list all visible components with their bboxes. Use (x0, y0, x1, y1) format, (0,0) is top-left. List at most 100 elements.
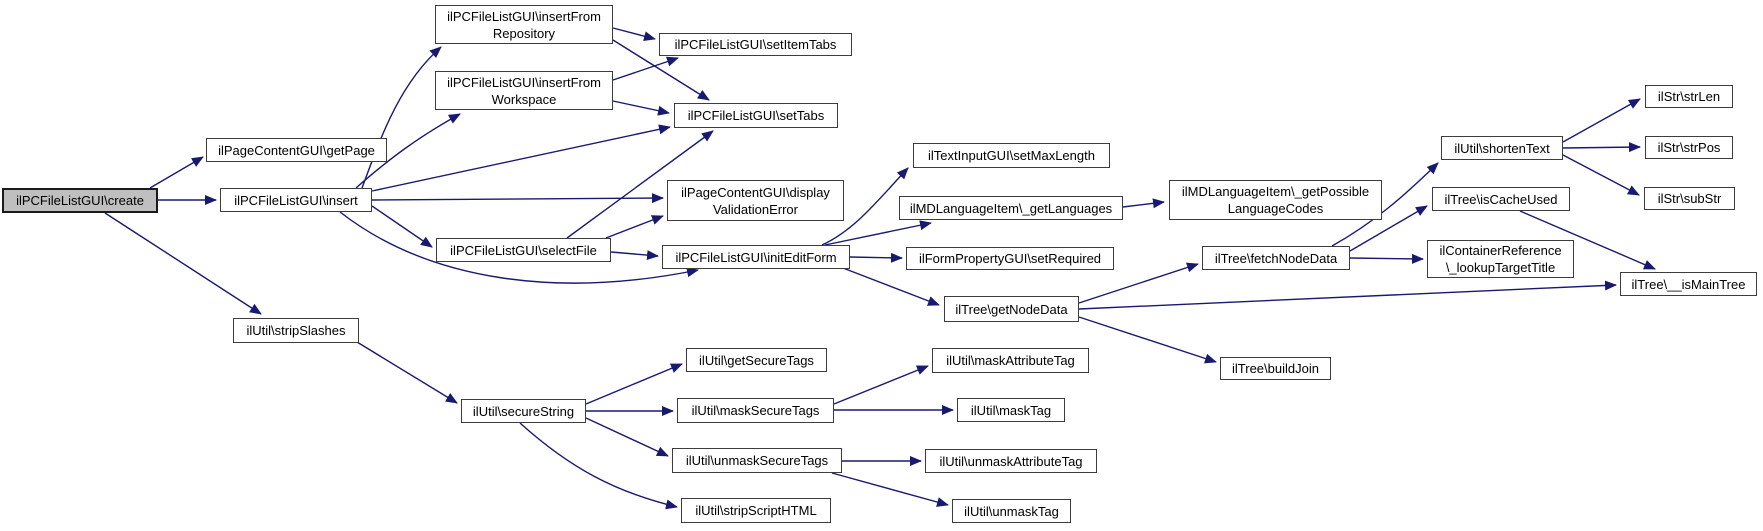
node-str-pos[interactable]: ilStr\strPos (1645, 136, 1733, 159)
edge-insert-to-insert-from-workspace (355, 113, 461, 189)
edge-fetch-node-data-to-shorten-text (1331, 162, 1439, 247)
node-lookup-target-title[interactable]: ilContainerReference \_lookupTargetTitle (1427, 240, 1574, 278)
node-label-is-cache-used: ilTree\isCacheUsed (1444, 191, 1558, 207)
node-fetch-node-data[interactable]: ilTree\fetchNodeData (1202, 246, 1350, 270)
edge-insert-to-insert-from-repository (361, 46, 442, 189)
node-get-node-data[interactable]: ilTree\getNodeData (944, 296, 1079, 322)
node-str-len[interactable]: ilStr\strLen (1645, 85, 1733, 108)
node-unmask-secure-tags[interactable]: ilUtil\unmaskSecureTags (672, 448, 842, 473)
edge-init-edit-form-to-get-node-data (842, 267, 940, 306)
node-shorten-text[interactable]: ilUtil\shortenText (1441, 136, 1563, 160)
node-label-get-languages: ilMDLanguageItem\_getLanguages (909, 200, 1113, 216)
node-label-sub-str: ilStr\subStr (1657, 191, 1722, 206)
edge-create-to-get-page (149, 156, 204, 189)
node-get-possible-language-codes[interactable]: ilMDLanguageItem\_getPossible LanguageCo… (1169, 180, 1382, 220)
node-display-validation-error[interactable]: ilPageContentGUI\display ValidationError (667, 180, 844, 221)
node-strip-slashes[interactable]: ilUtil\stripSlashes (233, 318, 359, 343)
node-label-secure-string: ilUtil\secureString (472, 403, 575, 419)
node-label-set-max-length: ilTextInputGUI\setMaxLength (928, 148, 1095, 163)
node-select-file[interactable]: ilPCFileListGUI\selectFile (436, 238, 611, 262)
node-is-main-tree[interactable]: ilTree\__isMainTree (1620, 272, 1757, 296)
node-label-set-tabs: ilPCFileListGUI\setTabs (687, 108, 825, 123)
node-unmask-tag[interactable]: ilUtil\unmaskTag (952, 499, 1071, 523)
edge-secure-string-to-strip-script-html (519, 422, 678, 510)
node-mask-secure-tags[interactable]: ilUtil\maskSecureTags (677, 398, 834, 423)
node-is-cache-used[interactable]: ilTree\isCacheUsed (1432, 187, 1570, 211)
node-label-is-main-tree: ilTree\__isMainTree (1631, 276, 1746, 292)
edge-create-to-strip-slashes (104, 212, 262, 315)
node-create[interactable]: ilPCFileListGUI\create (2, 188, 158, 213)
node-label-get-secure-tags: ilUtil\getSecureTags (699, 352, 814, 368)
node-strip-script-html[interactable]: ilUtil\stripScriptHTML (681, 498, 831, 523)
node-get-secure-tags[interactable]: ilUtil\getSecureTags (686, 348, 827, 372)
edge-insert-from-repository-to-set-tabs (612, 39, 710, 101)
node-get-page[interactable]: ilPageContentGUI\getPage (206, 138, 387, 162)
node-set-max-length[interactable]: ilTextInputGUI\setMaxLength (913, 143, 1110, 168)
node-label-shorten-text: ilUtil\shortenText (1454, 140, 1550, 156)
node-label-str-len: ilStr\strLen (1657, 89, 1721, 104)
edge-strip-slashes-to-secure-string (356, 341, 458, 404)
edge-is-cache-used-to-is-main-tree (1519, 210, 1656, 270)
edge-secure-string-to-unmask-secure-tags (585, 417, 669, 457)
node-label-get-node-data: ilTree\getNodeData (955, 301, 1068, 317)
node-label-get-page: ilPageContentGUI\getPage (218, 142, 375, 158)
edge-insert-to-init-edit-form (339, 211, 699, 284)
node-label-select-file: ilPCFileListGUI\selectFile (450, 242, 597, 258)
node-label-lookup-target-title: ilContainerReference \_lookupTargetTitle (1439, 243, 1562, 275)
edge-unmask-secure-tags-to-unmask-tag (831, 472, 949, 507)
node-label-mask-secure-tags: ilUtil\maskSecureTags (691, 403, 820, 418)
node-label-mask-tag: ilUtil\maskTag (970, 402, 1052, 418)
node-set-required[interactable]: ilFormPropertyGUI\setRequired (906, 247, 1114, 270)
edge-mask-secure-tags-to-mask-attribute-tag (833, 365, 929, 405)
node-secure-string[interactable]: ilUtil\secureString (461, 399, 586, 423)
edge-get-languages-to-get-possible-language-codes (1122, 198, 1165, 209)
node-label-unmask-attribute-tag: ilUtil\unmaskAttributeTag (939, 453, 1083, 469)
node-label-unmask-secure-tags: ilUtil\unmaskSecureTags (685, 453, 829, 468)
edge-shorten-text-to-str-pos (1562, 142, 1641, 153)
node-label-mask-attribute-tag: ilUtil\maskAttributeTag (946, 353, 1075, 368)
node-label-strip-slashes: ilUtil\stripSlashes (246, 323, 346, 338)
node-unmask-attribute-tag[interactable]: ilUtil\unmaskAttributeTag (925, 449, 1097, 473)
node-init-edit-form[interactable]: ilPCFileListGUI\initEditForm (662, 245, 850, 269)
node-set-item-tabs[interactable]: ilPCFileListGUI\setItemTabs (659, 33, 852, 56)
edge-init-edit-form-to-set-required (849, 252, 903, 263)
node-label-strip-script-html: ilUtil\stripScriptHTML (695, 503, 817, 518)
edge-fetch-node-data-to-lookup-target-title (1349, 253, 1424, 264)
edge-secure-string-to-get-secure-tags (585, 363, 683, 405)
node-label-fetch-node-data: ilTree\fetchNodeData (1214, 250, 1338, 266)
edge-insert-to-display-validation-error (371, 193, 664, 204)
edge-select-file-to-set-tabs (566, 130, 714, 239)
node-set-tabs[interactable]: ilPCFileListGUI\setTabs (674, 103, 838, 128)
node-build-join[interactable]: ilTree\buildJoin (1220, 357, 1331, 380)
node-label-display-validation-error: ilPageContentGUI\display ValidationError (681, 184, 830, 217)
edge-shorten-text-to-str-len (1562, 98, 1641, 143)
node-label-unmask-tag: ilUtil\unmaskTag (964, 503, 1059, 519)
edge-insert-to-select-file (371, 205, 433, 248)
node-mask-attribute-tag[interactable]: ilUtil\maskAttributeTag (932, 348, 1089, 373)
node-label-set-item-tabs: ilPCFileListGUI\setItemTabs (674, 37, 837, 52)
node-insert-from-workspace[interactable]: ilPCFileListGUI\insertFrom Workspace (435, 71, 613, 110)
node-sub-str[interactable]: ilStr\subStr (1644, 187, 1735, 210)
node-label-init-edit-form: ilPCFileListGUI\initEditForm (675, 249, 837, 265)
node-insert-from-repository[interactable]: ilPCFileListGUI\insertFrom Repository (435, 5, 613, 44)
edge-init-edit-form-to-set-max-length (821, 167, 909, 246)
edge-shorten-text-to-sub-str (1562, 154, 1640, 196)
node-label-insert-from-workspace: ilPCFileListGUI\insertFrom Workspace (447, 74, 601, 107)
node-label-set-required: ilFormPropertyGUI\setRequired (918, 251, 1102, 266)
node-label-get-possible-language-codes: ilMDLanguageItem\_getPossible LanguageCo… (1181, 184, 1370, 216)
node-insert[interactable]: ilPCFileListGUI\insert (220, 188, 372, 212)
node-label-insert: ilPCFileListGUI\insert (234, 192, 358, 208)
node-label-str-pos: ilStr\strPos (1657, 140, 1721, 155)
edge-get-node-data-to-is-main-tree (1078, 280, 1617, 310)
node-get-languages[interactable]: ilMDLanguageItem\_getLanguages (899, 196, 1123, 220)
edge-insert-from-workspace-to-set-item-tabs (612, 56, 679, 81)
edge-get-node-data-to-build-join (1078, 316, 1217, 364)
edge-select-file-to-init-edit-form (610, 250, 659, 261)
edge-fetch-node-data-to-is-cache-used (1349, 205, 1428, 252)
node-mask-tag[interactable]: ilUtil\maskTag (957, 398, 1065, 422)
node-label-build-join: ilTree\buildJoin (1232, 361, 1319, 376)
node-label-insert-from-repository: ilPCFileListGUI\insertFrom Repository (447, 8, 601, 41)
